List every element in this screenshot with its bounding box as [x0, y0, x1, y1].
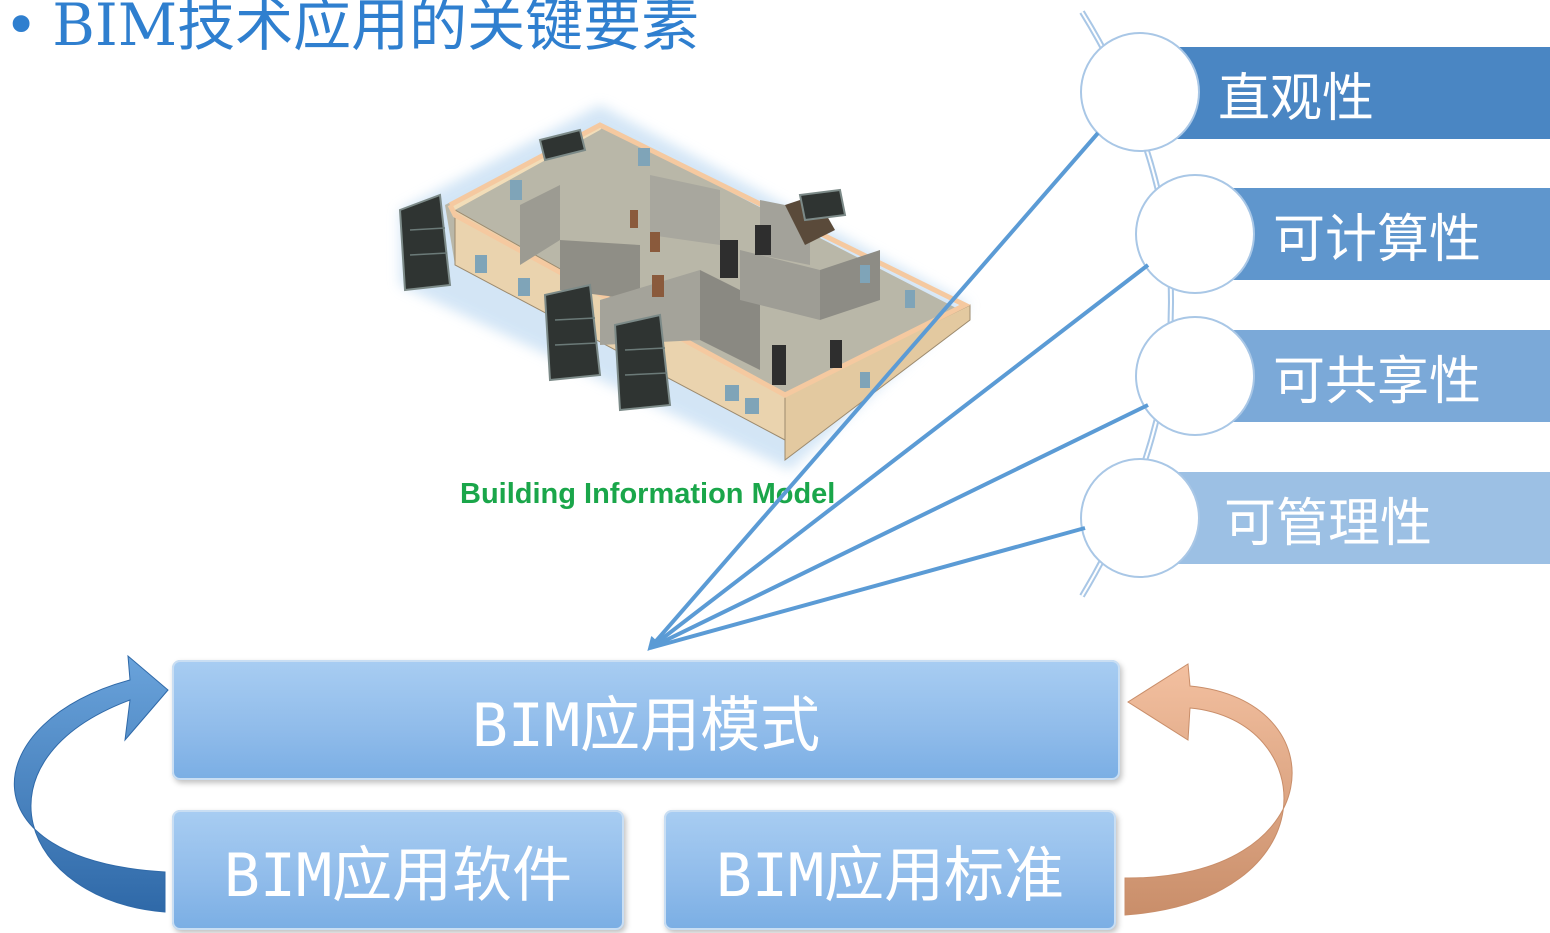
bim-software-label: BIM应用软件 [223, 840, 573, 911]
link-line-1 [647, 131, 1100, 652]
bim-standard-label: BIM应用标准 [715, 840, 1065, 911]
attribute-bar-intuitive: 直观性 [1140, 47, 1550, 139]
attribute-circle-1 [1080, 32, 1200, 152]
attribute-label: 可管理性 [1224, 493, 1433, 554]
attribute-bar-manageable: 可管理性 [1140, 472, 1550, 564]
link-line-2 [648, 263, 1150, 650]
slide-title: •BIM技术应用的关键要素 [4, 0, 699, 62]
link-line-3 [649, 403, 1149, 650]
bim-software-box: BIM应用软件 [172, 810, 624, 930]
attribute-label: 可共享性 [1273, 351, 1482, 412]
bim-mode-box: BIM应用模式 [172, 660, 1120, 780]
attribute-label: 可计算性 [1273, 209, 1482, 270]
attribute-circle-2 [1135, 174, 1255, 294]
link-line-4 [649, 526, 1086, 650]
left-cycle-arrow-icon [13, 654, 169, 913]
bullet-icon: • [4, 0, 39, 59]
attribute-label: 直观性 [1218, 68, 1375, 129]
attribute-circle-4 [1080, 458, 1200, 578]
bim-mode-label: BIM应用模式 [471, 690, 821, 761]
right-cycle-arrow-icon [1124, 663, 1293, 916]
bim-standard-box: BIM应用标准 [664, 810, 1116, 930]
attribute-circle-3 [1135, 316, 1255, 436]
title-text: BIM技术应用的关键要素 [52, 0, 700, 59]
